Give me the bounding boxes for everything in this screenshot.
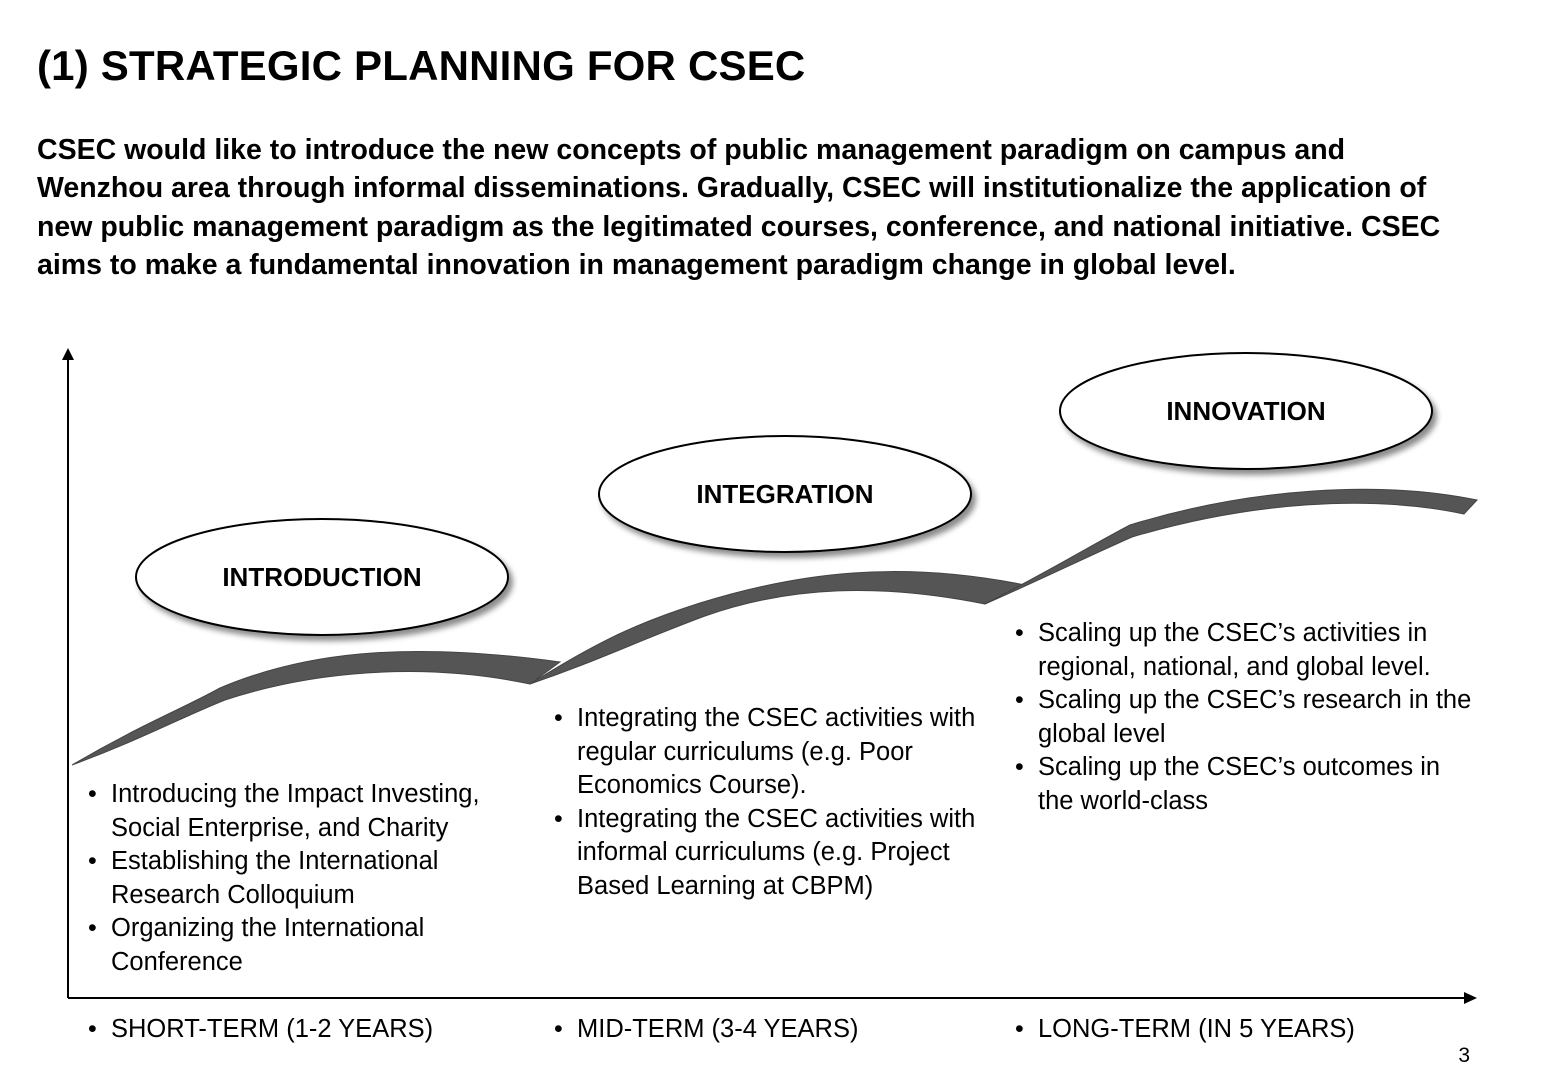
list-item: Scaling up the CSEC’s outcomes in the wo… xyxy=(1015,751,1475,818)
intro-paragraph: CSEC would like to introduce the new con… xyxy=(37,134,1441,281)
list-item: Organizing the International Conference xyxy=(88,912,528,979)
mid-term-activities: Integrating the CSEC activities with reg… xyxy=(554,702,1009,903)
stage-integration: INTEGRATION xyxy=(598,435,972,553)
list-item: Introducing the Impact Investing, Social… xyxy=(88,778,528,845)
list-item: Integrating the CSEC activities with reg… xyxy=(554,702,1009,803)
list-item: Establishing the International Research … xyxy=(88,845,528,912)
stage-label: INTRODUCTION xyxy=(222,562,421,592)
term-label: MID-TERM (3-4 YEARS) xyxy=(554,1013,994,1047)
growth-curve-mid-term xyxy=(529,571,1027,685)
y-axis-arrow-icon xyxy=(62,348,74,360)
growth-curve-long-term xyxy=(984,488,1478,605)
stage-innovation: INNOVATION xyxy=(1059,352,1433,470)
long-term-activities: Scaling up the CSEC’s activities in regi… xyxy=(1015,617,1475,818)
stage-introduction: INTRODUCTION xyxy=(135,518,509,636)
term-short: SHORT-TERM (1-2 YEARS) xyxy=(88,1013,528,1047)
growth-curve-short-term xyxy=(71,650,562,766)
term-label: SHORT-TERM (1-2 YEARS) xyxy=(88,1013,528,1047)
short-term-activities: Introducing the Impact Investing, Social… xyxy=(88,778,528,979)
list-item: Scaling up the CSEC’s activities in regi… xyxy=(1015,617,1475,684)
page-title: (1) STRATEGIC PLANNING FOR CSEC xyxy=(37,42,806,89)
stage-label: INNOVATION xyxy=(1166,396,1325,426)
page-number: 3 xyxy=(1458,1044,1470,1067)
term-mid: MID-TERM (3-4 YEARS) xyxy=(554,1013,994,1047)
list-item: Scaling up the CSEC’s research in the gl… xyxy=(1015,684,1475,751)
stage-label: INTEGRATION xyxy=(696,479,873,509)
list-item: Integrating the CSEC activities with inf… xyxy=(554,803,1009,904)
term-long: LONG-TERM (IN 5 YEARS) xyxy=(1015,1013,1455,1047)
x-axis-arrow-icon xyxy=(1464,992,1477,1004)
term-label: LONG-TERM (IN 5 YEARS) xyxy=(1015,1013,1455,1047)
